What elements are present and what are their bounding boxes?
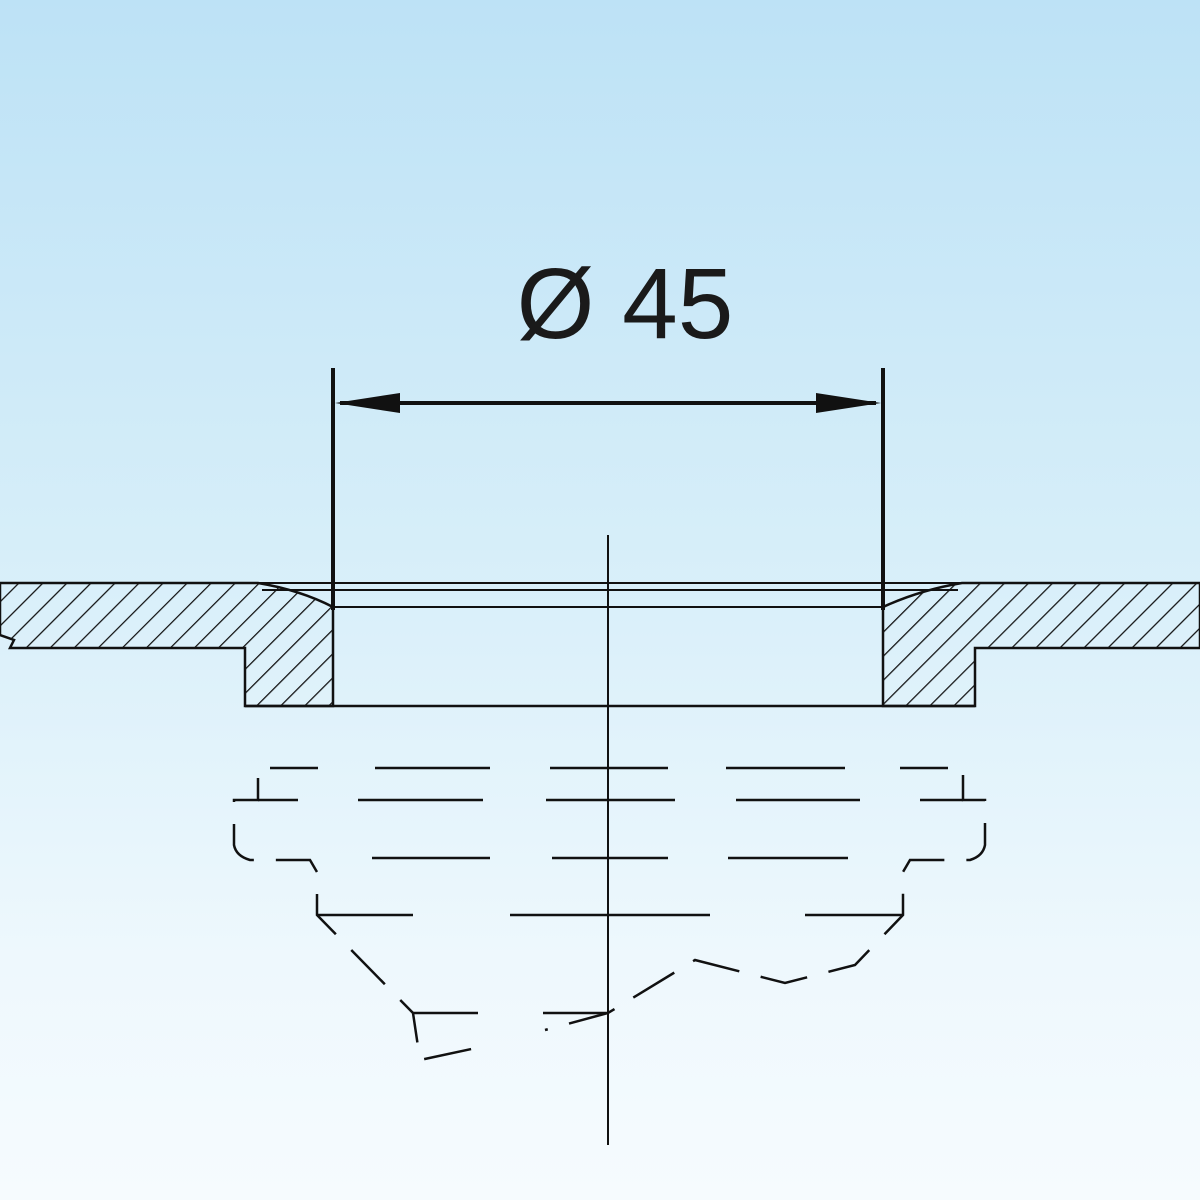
arrow-right-icon	[816, 393, 881, 413]
dimension-diameter	[331, 368, 885, 610]
plate-section-left	[0, 581, 335, 708]
hidden-insert-outline	[232, 766, 987, 1062]
bore-lines	[245, 582, 975, 708]
plate-section-right	[881, 581, 1200, 708]
dimension-label: Ø 45	[517, 248, 734, 360]
arrow-left-icon	[335, 393, 400, 413]
